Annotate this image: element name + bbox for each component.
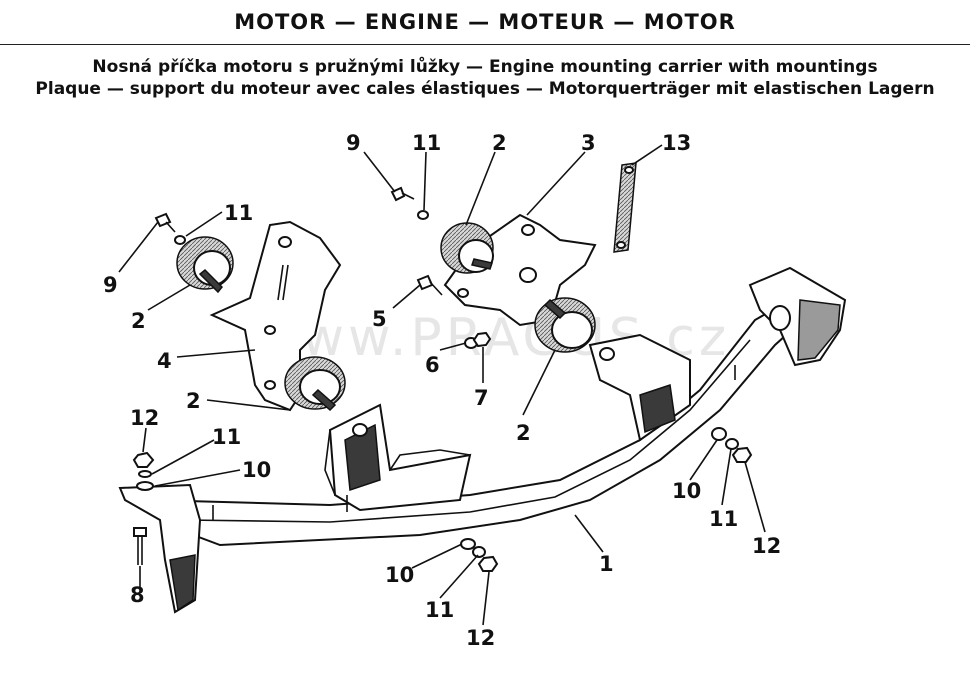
earth-strap (613, 162, 637, 253)
leader-lines (118, 144, 766, 626)
rubber-mount-upper-left (176, 236, 234, 294)
callout-11-left: 11 (224, 201, 253, 225)
callout-7: 7 (474, 386, 489, 410)
callout-11-mid-left: 11 (212, 425, 241, 449)
callout-4: 4 (157, 349, 172, 373)
bolts-washers-nuts (132, 186, 753, 572)
callout-12-right: 12 (752, 534, 781, 558)
callout-8: 8 (130, 583, 145, 607)
callout-2-top: 2 (492, 131, 507, 155)
callout-11-bottom: 11 (425, 598, 454, 622)
callout-2-left: 2 (131, 309, 146, 333)
callout-5: 5 (372, 307, 387, 331)
callout-2-mid: 2 (186, 389, 201, 413)
subtitle-line-1: Nosná příčka motoru s pružnými lůžky — E… (92, 57, 878, 77)
callout-10-left: 10 (242, 458, 271, 482)
subtitle-line-2: Plaque — support du moteur avec cales él… (35, 79, 935, 99)
title-rule (0, 44, 970, 45)
callout-10-bottom: 10 (385, 563, 414, 587)
rubber-mount-upper-right (440, 222, 494, 274)
left-mounting-plate (209, 220, 342, 412)
callout-3: 3 (581, 131, 596, 155)
callout-9-left: 9 (103, 273, 118, 297)
callout-12-bottom: 12 (466, 626, 495, 650)
callout-1: 1 (599, 552, 614, 576)
callout-11-right: 11 (709, 507, 738, 531)
callout-12-left: 12 (130, 406, 159, 430)
callout-6: 6 (425, 353, 440, 377)
rubber-mount-right-lower (534, 297, 596, 353)
callout-11-top: 11 (412, 131, 441, 155)
engine-mounting-carrier (118, 266, 847, 614)
callout-13: 13 (662, 131, 691, 155)
page-title: MOTOR — ENGINE — MOTEUR — MOTOR (234, 10, 736, 34)
callout-numbers: 9 11 2 3 13 11 9 2 4 5 6 7 2 2 12 11 10 … (103, 131, 781, 650)
callout-10-right: 10 (672, 479, 701, 503)
callout-9-top: 9 (346, 131, 361, 155)
callout-2-right: 2 (516, 421, 531, 445)
rubber-mount-left-lower (284, 356, 346, 412)
